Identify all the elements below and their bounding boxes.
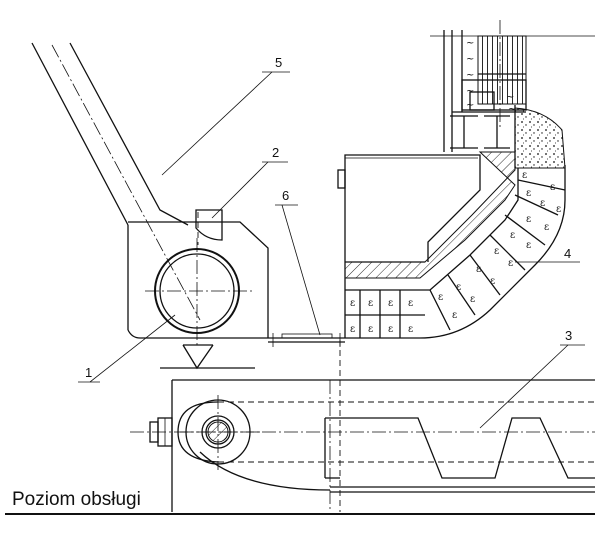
brick-glyph: ε	[540, 198, 545, 209]
callout-5-label: 5	[275, 55, 282, 70]
brick-glyph: ε	[438, 292, 443, 303]
brick-glyph: ε	[388, 298, 393, 309]
conveyor-trough	[324, 417, 595, 479]
brick-glyph: ε	[556, 204, 561, 215]
callout-6: 6	[275, 188, 321, 336]
brick-glyph: ε	[452, 310, 457, 321]
callout-4: 4	[515, 246, 580, 263]
callout-5: 5	[161, 55, 290, 176]
callout-4-label: 4	[564, 246, 571, 261]
callout-2-label: 2	[272, 145, 279, 160]
callout-3-label: 3	[565, 328, 572, 343]
callout-1-label: 1	[85, 365, 92, 380]
wave-glyph: ~	[466, 38, 474, 49]
brick-glyph: ε	[388, 324, 393, 335]
brick-glyph: ε	[408, 324, 413, 335]
chute-box	[337, 154, 481, 338]
brick-glyph: ε	[368, 324, 373, 335]
brick-glyph: ε	[408, 298, 413, 309]
pivot-tube	[145, 238, 252, 345]
callout-2: 2	[211, 145, 288, 219]
brick-glyph: ε	[494, 246, 499, 257]
i-beams	[450, 115, 510, 149]
wave-glyph: ~	[466, 86, 474, 97]
callout-3: 3	[479, 328, 585, 429]
wave-glyph: ~	[506, 92, 514, 103]
wave-glyph: ~	[466, 100, 474, 111]
brick-glyph: ε	[350, 324, 355, 335]
wave-glyphs: ~~~~~~~	[466, 38, 516, 115]
brick-glyph: ε	[510, 230, 515, 241]
brick-glyph: ε	[470, 294, 475, 305]
refractory-lining	[344, 105, 566, 339]
callout-1: 1	[78, 314, 176, 383]
callout-6-label: 6	[282, 188, 289, 203]
wave-glyph: ~	[466, 54, 474, 65]
brick-glyph: ε	[522, 170, 527, 181]
tension-bolt	[149, 417, 173, 447]
brick-glyph: ε	[368, 298, 373, 309]
conveyor-frame	[130, 340, 595, 512]
brick-glyph: ε	[490, 276, 495, 287]
brick-glyph: ε	[526, 240, 531, 251]
brick-glyph: ε	[526, 214, 531, 225]
wave-glyph: ~	[466, 70, 474, 81]
floor-level-label: Poziom obsługi	[12, 489, 141, 510]
floor-level: Poziom obsługi	[5, 489, 595, 515]
brick-glyph: ε	[350, 298, 355, 309]
brick-glyph: ε	[456, 282, 461, 293]
wave-glyph: ~	[508, 104, 516, 115]
brick-glyph: ε	[508, 258, 513, 269]
sprocket-wheel	[180, 395, 260, 470]
brick-glyph: ε	[550, 182, 555, 193]
inclined-arm	[31, 42, 201, 330]
brick-glyph: ε	[544, 222, 549, 233]
hinge-block	[127, 209, 269, 339]
upper-wall	[430, 20, 595, 152]
brick-glyph: ε	[526, 188, 531, 199]
base-plate	[268, 333, 345, 347]
brick-glyph: ε	[476, 264, 481, 275]
